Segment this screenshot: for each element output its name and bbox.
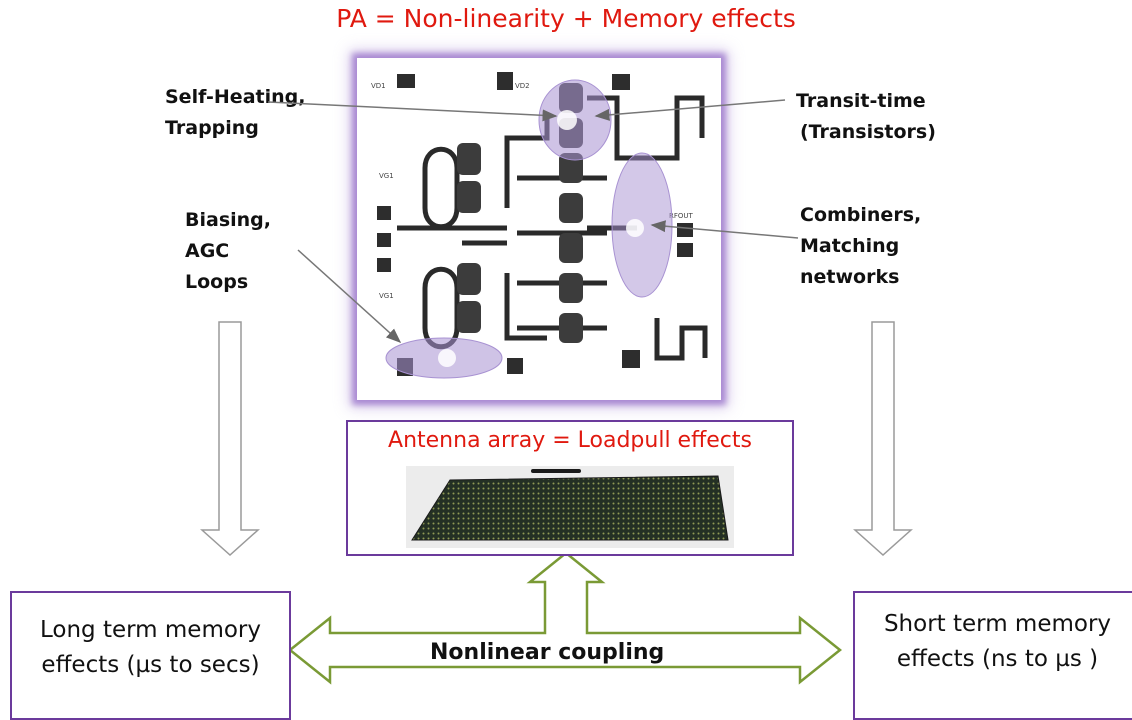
short-term-line-2: effects (ns to µs ): [896, 646, 1099, 672]
label-combiners: Combiners, Matching networks: [800, 200, 921, 293]
label-line: Trapping: [165, 117, 259, 139]
long-term-line-2: effects (µs to secs): [41, 652, 260, 678]
antenna-array-image: [406, 466, 734, 548]
chip-label-vd1: VD1: [371, 82, 386, 90]
nonlinear-coupling-label: Nonlinear coupling: [430, 640, 665, 665]
chip-label-vg1-lower: VG1: [379, 292, 394, 300]
down-arrow-right: [853, 321, 913, 557]
highlight-ellipses: [385, 79, 673, 379]
mmic-chip-image: VD1 VD2 VG1 VG1 RFOUT: [357, 58, 721, 400]
label-transit-time: Transit-time (Transistors): [796, 86, 936, 148]
short-term-memory-box: Short term memory effects (ns to µs ): [853, 591, 1132, 720]
page-title: PA = Non-linearity + Memory effects: [336, 4, 796, 33]
chip-label-rfout: RFOUT: [669, 212, 694, 220]
antenna-title: Antenna array = Loadpull effects: [388, 428, 752, 453]
label-line: (Transistors): [800, 121, 936, 143]
label-line: Self-Heating,: [165, 86, 306, 108]
long-term-memory-box: Long term memory effects (µs to secs): [10, 591, 291, 720]
label-line: Transit-time: [796, 90, 926, 112]
chip-label-vg1-upper: VG1: [379, 172, 394, 180]
label-line: Combiners,: [800, 204, 922, 226]
down-arrow-left: [200, 321, 260, 557]
chip-label-vd2: VD2: [515, 82, 530, 90]
antenna-array-box: Antenna array = Loadpull effects: [346, 420, 794, 556]
chip-layout-drawing: VD1 VD2 VG1 VG1 RFOUT: [371, 72, 708, 379]
short-term-line-1: Short term memory: [883, 611, 1112, 637]
label-line: Biasing,: [185, 209, 271, 231]
label-line: Matching: [800, 235, 900, 257]
label-line: AGC: [185, 240, 230, 262]
label-biasing: Biasing, AGC Loops: [185, 205, 271, 298]
label-line: Loops: [185, 271, 249, 293]
label-line: networks: [800, 266, 900, 288]
label-self-heating: Self-Heating, Trapping: [165, 82, 305, 144]
long-term-line-1: Long term memory: [39, 617, 261, 643]
